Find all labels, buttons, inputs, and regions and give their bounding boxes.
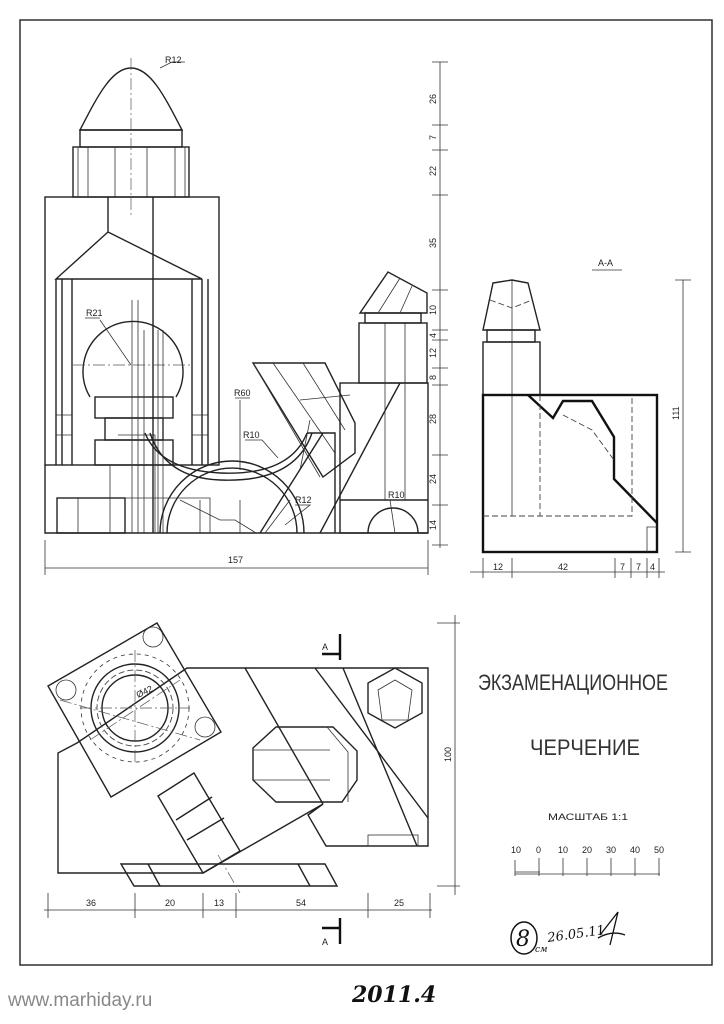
dimension-label: 24 [428, 474, 438, 484]
section-view: А-А 111 12 42 7 7 4 [470, 258, 691, 578]
title-line-2: ЧЕРЧЕНИЕ [530, 735, 640, 760]
scale-tick-label: 0 [536, 845, 541, 855]
radius-label: R60 [234, 388, 251, 398]
sheet-frame [19, 19, 713, 966]
scale-tick-label: 40 [630, 845, 640, 855]
radius-label: R12 [295, 495, 312, 505]
radius-label: R21 [86, 308, 103, 318]
dimension-label: 13 [214, 898, 224, 908]
front-view: R12 R21 R60 R10 R12 R10 157 26 7 22 35 1… [44, 55, 448, 575]
scale-label: МАСШТАБ 1:1 [548, 812, 628, 822]
grade-prefix: см [535, 945, 548, 955]
dimension-label: 4 [650, 562, 655, 572]
dimension-label: 54 [296, 898, 306, 908]
dimension-label: 7 [620, 562, 625, 572]
base-outline [57, 667, 429, 874]
scale-tick-label: 10 [558, 845, 568, 855]
radius-label: R12 [165, 55, 182, 65]
dimension-label: 100 [443, 747, 453, 762]
scale-tick-label: 30 [606, 845, 616, 855]
dimension-label: 8 [428, 375, 438, 380]
sphere [82, 320, 184, 398]
dimension-label: 12 [493, 562, 503, 572]
dimension-label: 4 [428, 333, 438, 338]
dimension-label: 7 [636, 562, 641, 572]
signature [597, 911, 626, 946]
slanted-cap [358, 271, 428, 314]
dimension-label: 22 [428, 166, 438, 176]
arch-outer [159, 460, 305, 534]
dimension-label: 35 [428, 238, 438, 248]
arc-r10 [367, 507, 419, 534]
dimension-label: 111 [671, 406, 681, 420]
title-line-1: ЭКЗАМЕНАЦИОННОЕ [478, 670, 668, 695]
curved-channel [144, 432, 308, 474]
scale-tick-label: 10 [511, 845, 521, 855]
section-cut [527, 394, 658, 524]
date: 26.05.11 [545, 923, 605, 946]
dimension-label: 25 [394, 898, 404, 908]
section-title: А-А [598, 258, 613, 268]
radius-label: R10 [243, 430, 260, 440]
grade: 8 [516, 927, 530, 952]
right-tower [358, 322, 428, 384]
section-mark: А [322, 937, 328, 947]
dimension-label: 36 [86, 898, 96, 908]
right-block [339, 382, 429, 534]
hexagon [367, 667, 423, 729]
dimension-label: 10 [428, 305, 438, 315]
dimension-label: 28 [428, 414, 438, 424]
dimension-label: 157 [228, 555, 243, 565]
top-view: Ø42 А А 36 20 13 54 25 100 [44, 615, 460, 947]
dimension-label: 26 [428, 94, 438, 104]
dimension-label: 12 [428, 348, 438, 358]
radius-label: R10 [388, 490, 405, 500]
section-mark: А [322, 642, 328, 652]
dimension-label: 20 [165, 898, 175, 908]
dimension-label: 7 [428, 135, 438, 140]
year-variant: 2011.4 [351, 982, 436, 1008]
dimension-label: 14 [428, 520, 438, 530]
title-block: ЭКЗАМЕНАЦИОННОЕ ЧЕРЧЕНИЕ МАСШТАБ 1:1 10 … [478, 670, 668, 876]
scale-bar-labels: 10 0 10 20 30 40 50 [511, 845, 664, 855]
scale-tick-label: 20 [582, 845, 592, 855]
scale-bar [514, 858, 660, 876]
slanted-prism [251, 362, 356, 479]
octagon-prism [252, 726, 358, 803]
tilted-square [47, 622, 222, 798]
watermark: www.marhiday.ru [8, 990, 153, 1011]
scale-tick-label: 50 [654, 845, 664, 855]
grade-signature: 8 см 26.05.11 [510, 911, 626, 955]
section-body [481, 393, 659, 554]
dimension-label: 42 [558, 562, 568, 572]
